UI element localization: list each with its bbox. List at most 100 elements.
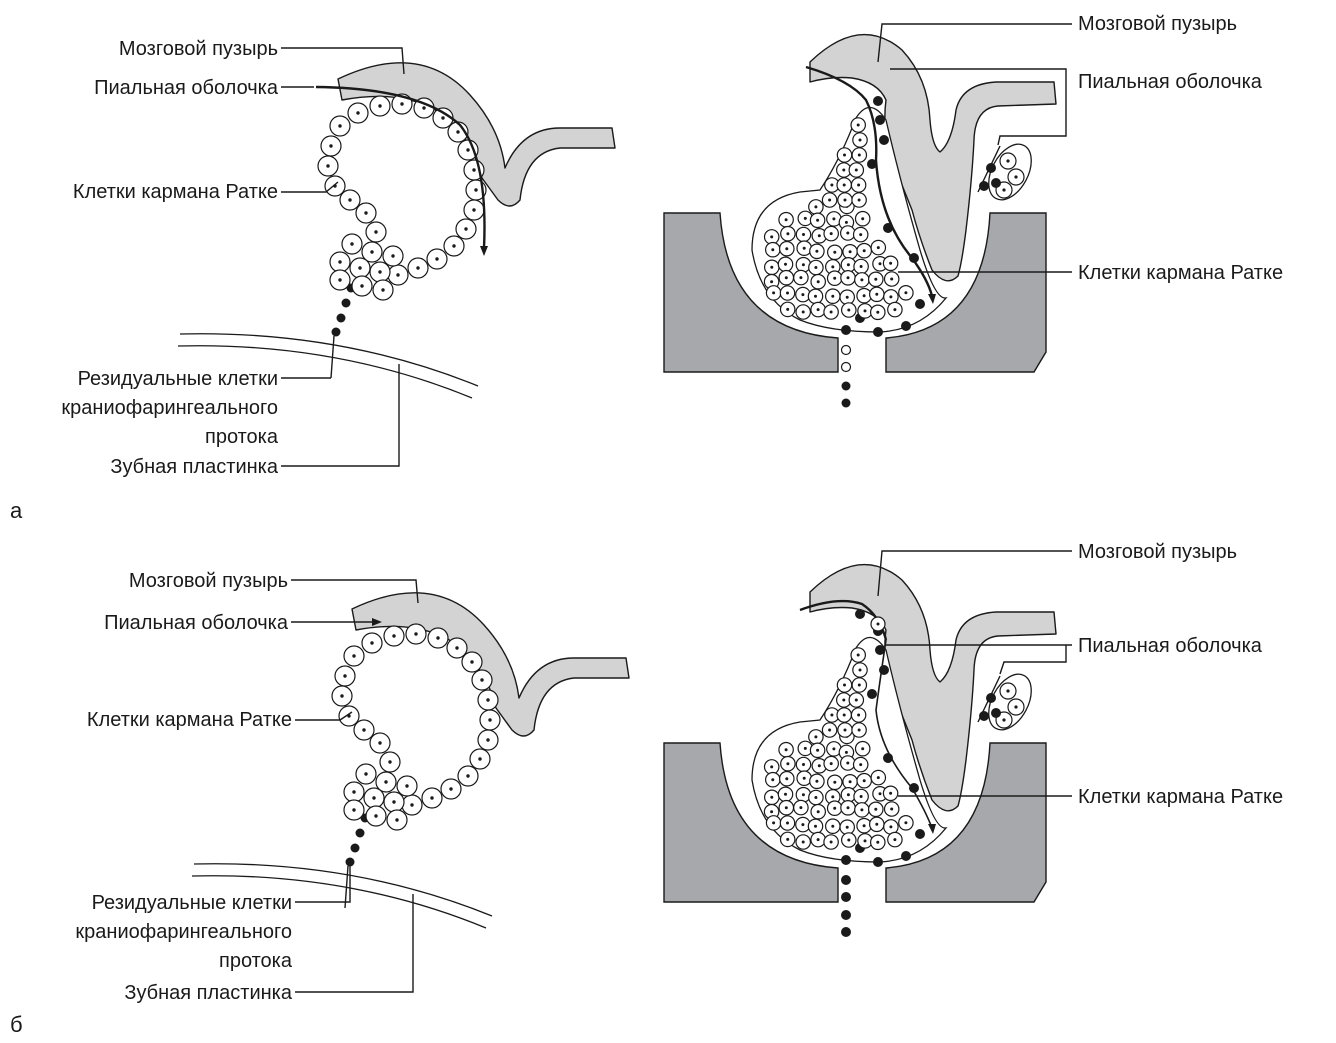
gland-cell-nucleus — [875, 823, 878, 826]
gland-cell-nucleus — [845, 221, 848, 224]
gland-cell-nucleus — [858, 199, 861, 202]
gland-cell-nucleus — [857, 124, 860, 127]
label-brain-vesicle-right-b: Мозговой пузырь — [1078, 541, 1237, 563]
label-rathke-cells-right-b: Клетки кармана Ратке — [1078, 786, 1283, 808]
label-residual-line3: протока — [205, 426, 279, 448]
label-rathke-cells-b: Клетки кармана Ратке — [87, 709, 292, 731]
gland-cell-nucleus — [864, 309, 867, 312]
gland-cell-nucleus — [804, 747, 807, 750]
gland-cell-nucleus — [833, 807, 836, 810]
gland-cell-nucleus — [770, 235, 773, 238]
gland-cell-nucleus — [814, 266, 817, 269]
gland-cell-nucleus — [847, 276, 850, 279]
gland-cell-nucleus — [831, 295, 834, 298]
label-residual-line1: Резидуальные клетки — [78, 368, 278, 390]
panel-b-left-drawing — [192, 593, 629, 928]
gland-cell-nucleus — [889, 825, 892, 828]
gland-cell-nucleus — [877, 246, 880, 249]
gland-cell-nucleus — [877, 776, 880, 779]
label-residual-line3-b: протока — [219, 950, 293, 972]
gland-cell-nucleus — [890, 808, 893, 811]
label-rathke-cells-right: Клетки кармана Ратке — [1078, 262, 1283, 284]
gland-cell-nucleus — [893, 308, 896, 311]
gland-cell-nucleus — [817, 838, 820, 841]
gland-cell-nucleus — [890, 278, 893, 281]
gland-cell-nucleus — [770, 280, 773, 283]
gland-cell-nucleus — [817, 308, 820, 311]
gland-cell-nucleus — [831, 795, 834, 798]
gland-cell-nucleus — [875, 293, 878, 296]
gland-cell-nucleus — [770, 266, 773, 269]
gland-cell-nucleus — [855, 699, 858, 702]
gland-cell-nucleus — [803, 247, 806, 250]
gland-cell-nucleus — [801, 293, 804, 296]
gland-cell-nucleus — [858, 729, 861, 732]
gland-cell-nucleus — [799, 276, 802, 279]
gland-cell-nucleus — [874, 808, 877, 811]
gland-cell-nucleus — [847, 806, 850, 809]
gland-cell-nucleus — [786, 838, 789, 841]
gland-cell-nucleus — [857, 184, 860, 187]
gland-cell-nucleus — [859, 233, 862, 236]
gland-cell-nucleus — [771, 248, 774, 251]
gland-cell-nucleus — [857, 714, 860, 717]
gland-cell-nucleus — [786, 822, 789, 825]
label-pia-mater: Пиальная оболочка — [94, 77, 279, 99]
panel-b-right-drawing — [664, 565, 1056, 937]
gland-cell-nucleus — [785, 777, 788, 780]
label-pia-mater-right: Пиальная оболочка — [1078, 71, 1263, 93]
gland-cell-nucleus — [818, 234, 821, 237]
gland-cell-nucleus — [831, 825, 834, 828]
gland-cell-nucleus — [889, 262, 892, 265]
gland-cell-nucleus — [861, 747, 864, 750]
gland-cell-nucleus — [832, 747, 835, 750]
label-brain-vesicle-b: Мозговой пузырь — [129, 570, 288, 592]
gland-cell-nucleus — [876, 841, 879, 844]
gland-cell-nucleus — [801, 823, 804, 826]
gland-cell-nucleus — [845, 751, 848, 754]
panel-a: Мозговой пузырь Пиальная оболочка Клетки… — [10, 13, 1283, 523]
gland-cell-nucleus — [770, 765, 773, 768]
gland-cell-nucleus — [879, 262, 882, 265]
gland-cell-nucleus — [830, 184, 833, 187]
label-dental-lamina-b: Зубная пластинка — [124, 982, 293, 1004]
gland-cell-nucleus — [860, 278, 863, 281]
gland-cell-nucleus — [770, 796, 773, 799]
panel-a-left-drawing — [178, 63, 615, 398]
gland-cell-nucleus — [858, 154, 861, 157]
gland-cell-nucleus — [830, 841, 833, 844]
gland-cell-nucleus — [842, 169, 845, 172]
gland-cell-nucleus — [874, 278, 877, 281]
gland-cell-nucleus — [786, 762, 789, 765]
label-dental-lamina: Зубная пластинка — [110, 456, 279, 478]
gland-cell-nucleus — [814, 796, 817, 799]
gland-cell-nucleus — [828, 199, 831, 202]
gland-cell-nucleus — [802, 311, 805, 314]
gland-cell-nucleus — [785, 748, 788, 751]
gland-cell-nucleus — [786, 292, 789, 295]
gland-cell-nucleus — [893, 838, 896, 841]
label-residual-line2: краниофарингеального — [61, 397, 278, 419]
gland-cell-nucleus — [831, 265, 834, 268]
gland-cell-nucleus — [849, 250, 852, 253]
gland-cell-nucleus — [815, 780, 818, 783]
gland-cell-nucleus — [816, 749, 819, 752]
gland-cell-nucleus — [863, 249, 866, 252]
label-pia-mater-right-b: Пиальная оболочка — [1078, 635, 1263, 657]
gland-cell-nucleus — [814, 735, 817, 738]
gland-cell-nucleus — [803, 777, 806, 780]
gland-cell-nucleus — [844, 199, 847, 202]
label-rathke-cells: Клетки кармана Ратке — [73, 181, 278, 203]
gland-cell-nucleus — [863, 779, 866, 782]
gland-cell-nucleus — [814, 825, 817, 828]
gland-cell-nucleus — [863, 294, 866, 297]
gland-cell-nucleus — [830, 714, 833, 717]
gland-cell-nucleus — [802, 793, 805, 796]
gland-cell-nucleus — [833, 277, 836, 280]
gland-cell-nucleus — [859, 139, 862, 142]
gland-cell-nucleus — [785, 276, 788, 279]
gland-cell-nucleus — [785, 218, 788, 221]
gland-cell-nucleus — [864, 839, 867, 842]
gland-cell-nucleus — [814, 205, 817, 208]
